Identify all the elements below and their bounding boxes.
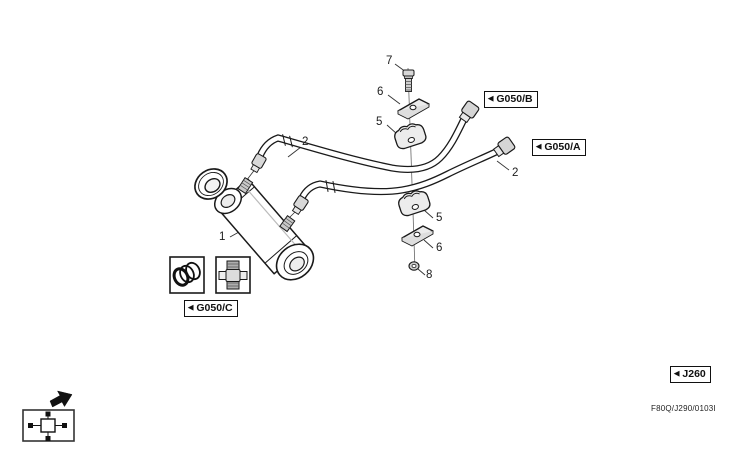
hose-elbow-nut-2	[291, 195, 309, 216]
ref-tag-g050b[interactable]: ◀ G050/B	[484, 91, 538, 108]
back-triangle-icon: ◀	[674, 370, 680, 378]
callout-plate-bottom: 6	[436, 242, 443, 254]
clamp-plate-lower	[401, 225, 434, 247]
hose-elbow-nut-1	[250, 153, 267, 174]
cylinder-port-2	[279, 214, 296, 233]
ref-tag-g050a[interactable]: ◀ G050/A	[532, 139, 586, 156]
callout-nut: 8	[426, 269, 433, 281]
ref-tag-label: J260	[682, 368, 706, 380]
hose-upper	[256, 111, 470, 173]
figure-code: F80Q/J290/0103I	[651, 404, 716, 413]
oring-detail-box	[169, 256, 205, 294]
clamp-plate-upper	[397, 98, 430, 120]
ref-tag-label: G050/A	[544, 141, 581, 153]
ref-tag-label: G050/B	[496, 93, 533, 105]
pipe-clamp-upper	[394, 123, 427, 150]
bearing-ring	[194, 168, 228, 200]
callout-hose-top: 2	[302, 136, 309, 148]
pipe-clamp-lower	[398, 190, 431, 217]
cylinder-port-1	[237, 176, 254, 195]
ref-tag-label: G050/C	[196, 302, 233, 314]
callout-plate-top: 6	[377, 86, 384, 98]
back-triangle-icon: ◀	[536, 143, 542, 151]
callout-hose-right: 2	[512, 167, 519, 179]
mounting-nut	[408, 261, 420, 271]
position-indicator-icon	[22, 409, 75, 442]
hose-lower	[298, 146, 504, 202]
direction-arrow-icon	[49, 390, 73, 408]
back-triangle-icon: ◀	[188, 304, 194, 312]
callout-bolt: 7	[386, 55, 393, 67]
mounting-bolt	[402, 69, 415, 92]
callout-clamp-top: 5	[376, 116, 383, 128]
ref-tag-j260[interactable]: ◀ J260	[670, 366, 711, 383]
hose-fitting-upper	[458, 100, 480, 124]
fitting-detail-box	[215, 256, 251, 294]
callout-clamp-bottom: 5	[436, 212, 443, 224]
back-triangle-icon: ◀	[488, 95, 494, 103]
cylinder-eye	[213, 187, 243, 215]
hose-fitting-lower	[492, 136, 516, 158]
ref-tag-g050c[interactable]: ◀ G050/C	[184, 300, 238, 317]
callout-cylinder: 1	[219, 231, 226, 243]
cylinder-bottom-eye	[275, 243, 315, 281]
